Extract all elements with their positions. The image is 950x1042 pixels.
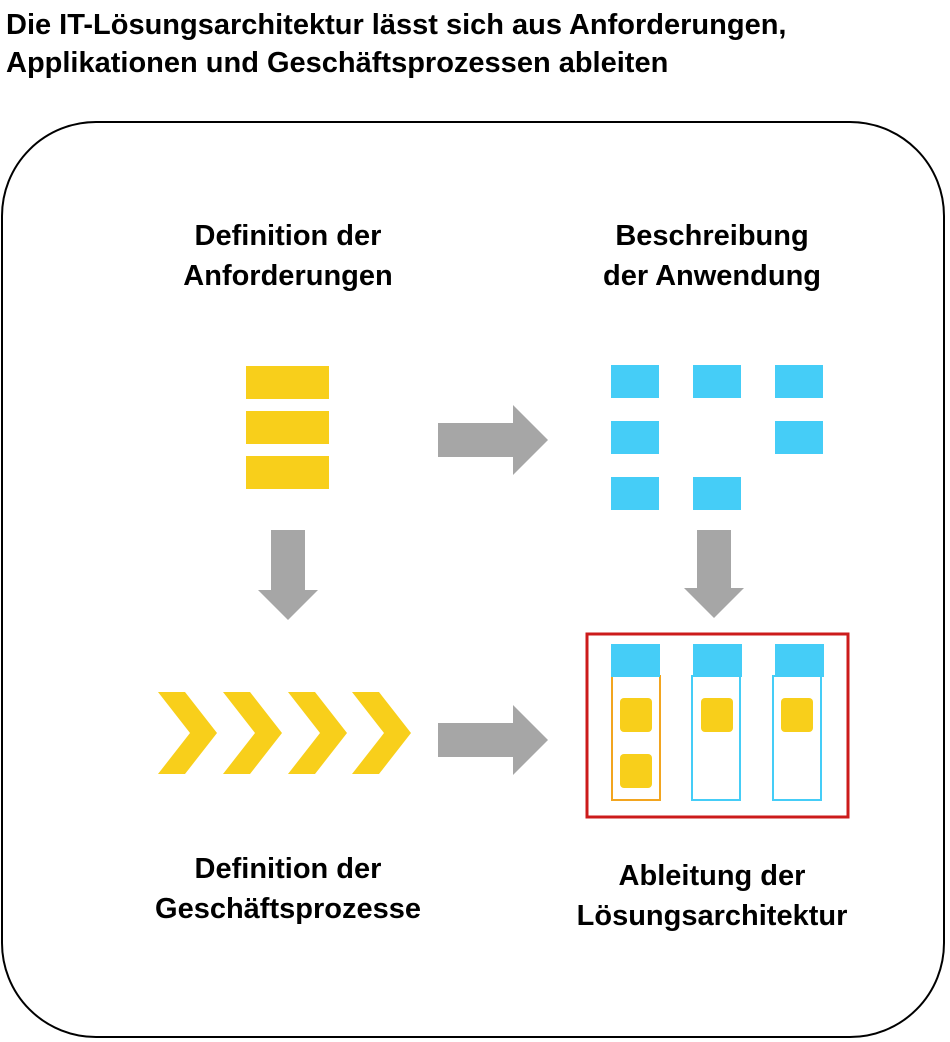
arrow-down-icon [258,530,318,620]
requirement-bar [246,411,329,444]
architecture-component [620,754,652,788]
requirements-label: Definition der Anforderungen [183,220,393,292]
process-chevrons-icon [158,692,411,774]
application-block [611,421,659,454]
process-chevron [158,692,217,774]
architecture-label: Ableitung der Lösungsarchitektur [576,860,848,932]
process-chevron [288,692,347,774]
arrow-down-icon [684,530,744,618]
application-block [693,477,741,510]
architecture-component [781,698,813,732]
arrow-right-icon [438,705,548,775]
application-blocks-icon [611,365,823,510]
architecture-column-frame [691,675,741,801]
architecture-column-frame [772,675,822,801]
architecture-icon [585,632,850,819]
architecture-highlight-box [585,632,850,819]
process-chevron [223,692,282,774]
application-block [775,365,823,398]
process-chevron [352,692,411,774]
requirements-list-icon [246,366,329,489]
page-title: Die IT-Lösungsarchitektur lässt sich aus… [6,6,946,82]
requirement-bar [246,366,329,399]
application-label: Beschreibung der Anwendung [602,220,822,292]
architecture-component [620,698,652,732]
title-line-2: Applikationen und Geschäftsprozessen abl… [6,47,669,79]
requirement-bar [246,456,329,489]
architecture-column-header [693,644,742,677]
processes-label: Definition der Geschäftsprozesse [155,853,421,925]
application-block [775,421,823,454]
application-block [611,477,659,510]
diagram-frame [1,121,945,1038]
application-block [693,365,741,398]
arrow-right-icon [438,405,548,475]
architecture-component [701,698,733,732]
title-line-1: Die IT-Lösungsarchitektur lässt sich aus… [6,9,787,41]
architecture-column-header [775,644,824,677]
application-block [611,365,659,398]
architecture-column-header [611,644,660,677]
